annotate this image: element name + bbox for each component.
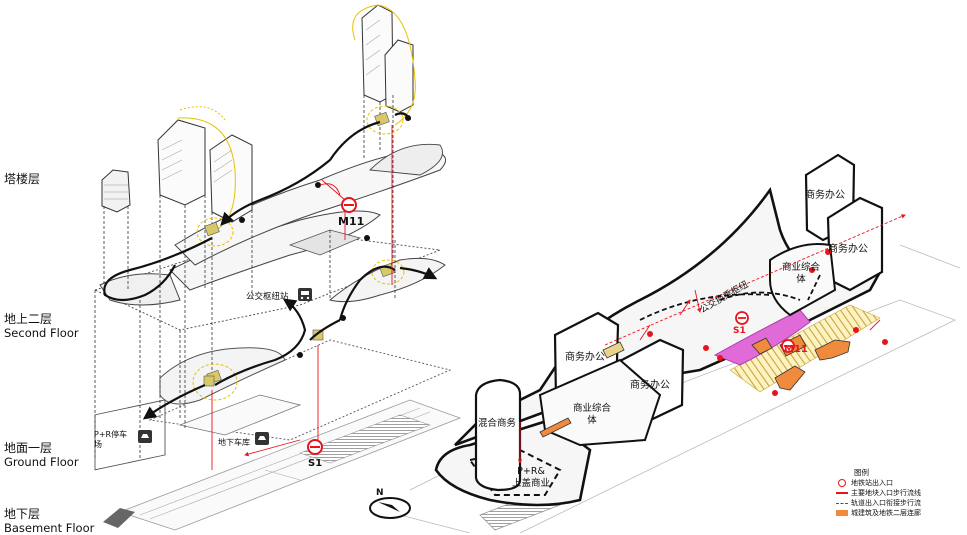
north-compass: N [369, 488, 411, 519]
m11-label-right: M11 [784, 344, 808, 355]
bus-hub-roof [288, 229, 362, 256]
building-mixed-c [474, 378, 522, 492]
dash-arrow-icon [836, 502, 848, 504]
dashed-routes-right [639, 274, 821, 321]
floor-ground-cn: 地面一层 [4, 441, 53, 455]
underground-garage-label: 地下车库 [218, 437, 250, 447]
mixed-c-label: 混合商务 [478, 418, 517, 429]
office-b-label: 商务办公 [630, 378, 670, 391]
floor-tower-cn: 塔楼层 [4, 172, 41, 186]
yellow-arcs [177, 4, 416, 401]
pr-parking-label: P+R停车 场 [94, 430, 128, 449]
metro-stations-left [307, 197, 357, 455]
m11-label-left: M11 [338, 215, 364, 228]
floor-basement: 地下层 Basement Floor [4, 507, 94, 535]
legend-label-arrow: 主要地块入口步行流线 [851, 489, 921, 497]
legend: 图例 地铁站出入口 主要地块入口步行流线 轨道出入口衔接步行流 城建筑及地铁二层… [836, 468, 964, 518]
mixed-b-label: 商业综合 体 [573, 403, 612, 426]
tower-west [101, 169, 131, 213]
legend-label-station: 地铁站出入口 [851, 479, 893, 487]
second-floor-outline [93, 229, 441, 331]
podium-roof [174, 149, 447, 266]
pr-commercial-label: P+R& 上盖商业 [512, 466, 551, 489]
legend-item-arrow: 主要地块入口步行流线 [836, 488, 964, 498]
station-platform [299, 414, 431, 464]
car-icon-garage [255, 432, 269, 445]
office-d-label: 商务办公 [828, 242, 868, 255]
s1-label-right: S1 [733, 326, 746, 336]
ground-plaza [178, 394, 302, 436]
legend-item-bar: 城建筑及地铁二层连廊 [836, 508, 964, 518]
ground-plate [148, 339, 452, 441]
connector-swatch-icon [836, 510, 848, 516]
legend-item-dash: 轨道出入口衔接步行流 [836, 498, 964, 508]
podium-east-wing [369, 143, 443, 176]
metro-plaza [713, 309, 811, 366]
s1-label-left: S1 [308, 458, 322, 469]
mixed-podium-north [769, 243, 837, 317]
legend-title: 图例 [854, 468, 869, 477]
metro-hatch-zone [729, 304, 881, 393]
legend-label-bar: 城建筑及地铁二层连廊 [851, 509, 921, 517]
ground-curved-building [159, 347, 286, 405]
tower-central-b [209, 134, 253, 223]
basement-ramp [103, 508, 135, 528]
red-flows-right [517, 214, 906, 464]
right-masterplan: 商务办公 商务办公 商务办公 商务办公 S1 M11 公交换乘枢纽 [399, 153, 961, 533]
bus-icon [298, 288, 312, 301]
metro-links [211, 125, 393, 470]
left-axonometric: M11 S1 公交枢纽站 地下车库 [93, 4, 462, 531]
floor-basement-en: Basement Floor [4, 521, 95, 535]
second-podium-east [328, 257, 446, 303]
mixed-a-label: 商业综合 体 [782, 262, 821, 285]
station-icon [838, 479, 846, 487]
tower-east-b [384, 39, 414, 113]
arrow-icon [836, 492, 848, 494]
floor-basement-cn: 地下层 [4, 507, 41, 521]
legend-label-dash: 轨道出入口衔接步行流 [851, 499, 921, 507]
red-dots-right [647, 249, 888, 396]
floor-second-cn: 地上二层 [4, 312, 53, 326]
compass-label: N [376, 488, 384, 498]
floor-second: 地上二层 Second Floor [4, 312, 79, 340]
floor-ground: 地面一层 Ground Floor [4, 441, 79, 469]
legend-item-station: 地铁站出入口 [836, 478, 964, 488]
metro-stations-right [735, 311, 795, 353]
office-a-label: 商务办公 [565, 350, 605, 363]
floor-second-en: Second Floor [4, 326, 79, 340]
car-icon-parking [138, 430, 152, 443]
flow-nodes [239, 115, 411, 358]
floor-tower: 塔楼层 [4, 172, 40, 186]
office-c-label: 商务办公 [805, 188, 845, 201]
bus-hub-label: 公交枢纽站 [246, 291, 289, 302]
floor-ground-en: Ground Floor [4, 455, 79, 469]
tower-central-a [157, 119, 206, 206]
